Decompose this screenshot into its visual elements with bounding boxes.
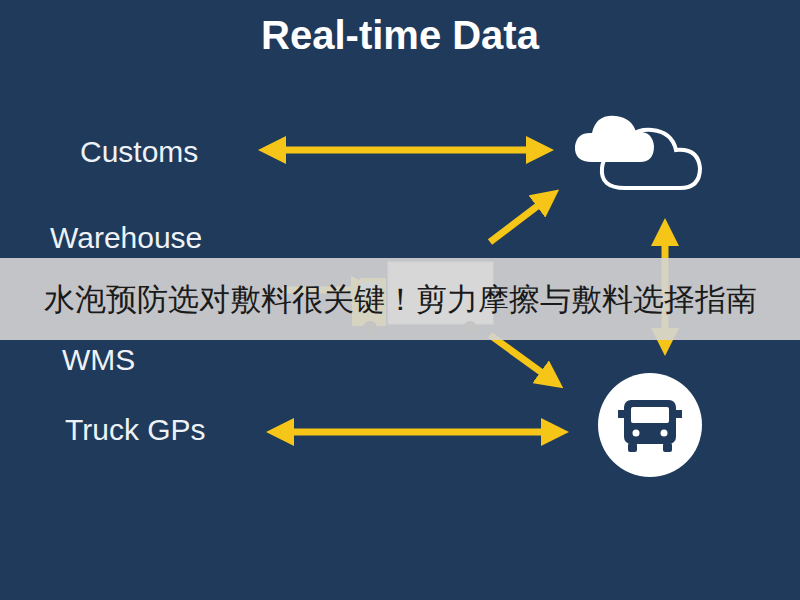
banner-text: 水泡预防选对敷料很关键！剪力摩擦与敷料选择指南 bbox=[0, 282, 800, 317]
source-label: WMS bbox=[62, 343, 135, 378]
down-arrow bbox=[490, 335, 552, 380]
cloud-icon bbox=[575, 116, 700, 188]
title: Real-time Data bbox=[0, 12, 800, 58]
gps-arrow bbox=[280, 429, 555, 436]
source-label: Truck GPs bbox=[65, 413, 206, 448]
source-label: Customs bbox=[80, 135, 198, 170]
source-label: Warehouse bbox=[50, 221, 202, 256]
customs-arrow bbox=[272, 147, 540, 154]
up-arrow bbox=[490, 198, 548, 242]
truck-circle-icon bbox=[598, 373, 702, 477]
banner bbox=[0, 258, 800, 340]
